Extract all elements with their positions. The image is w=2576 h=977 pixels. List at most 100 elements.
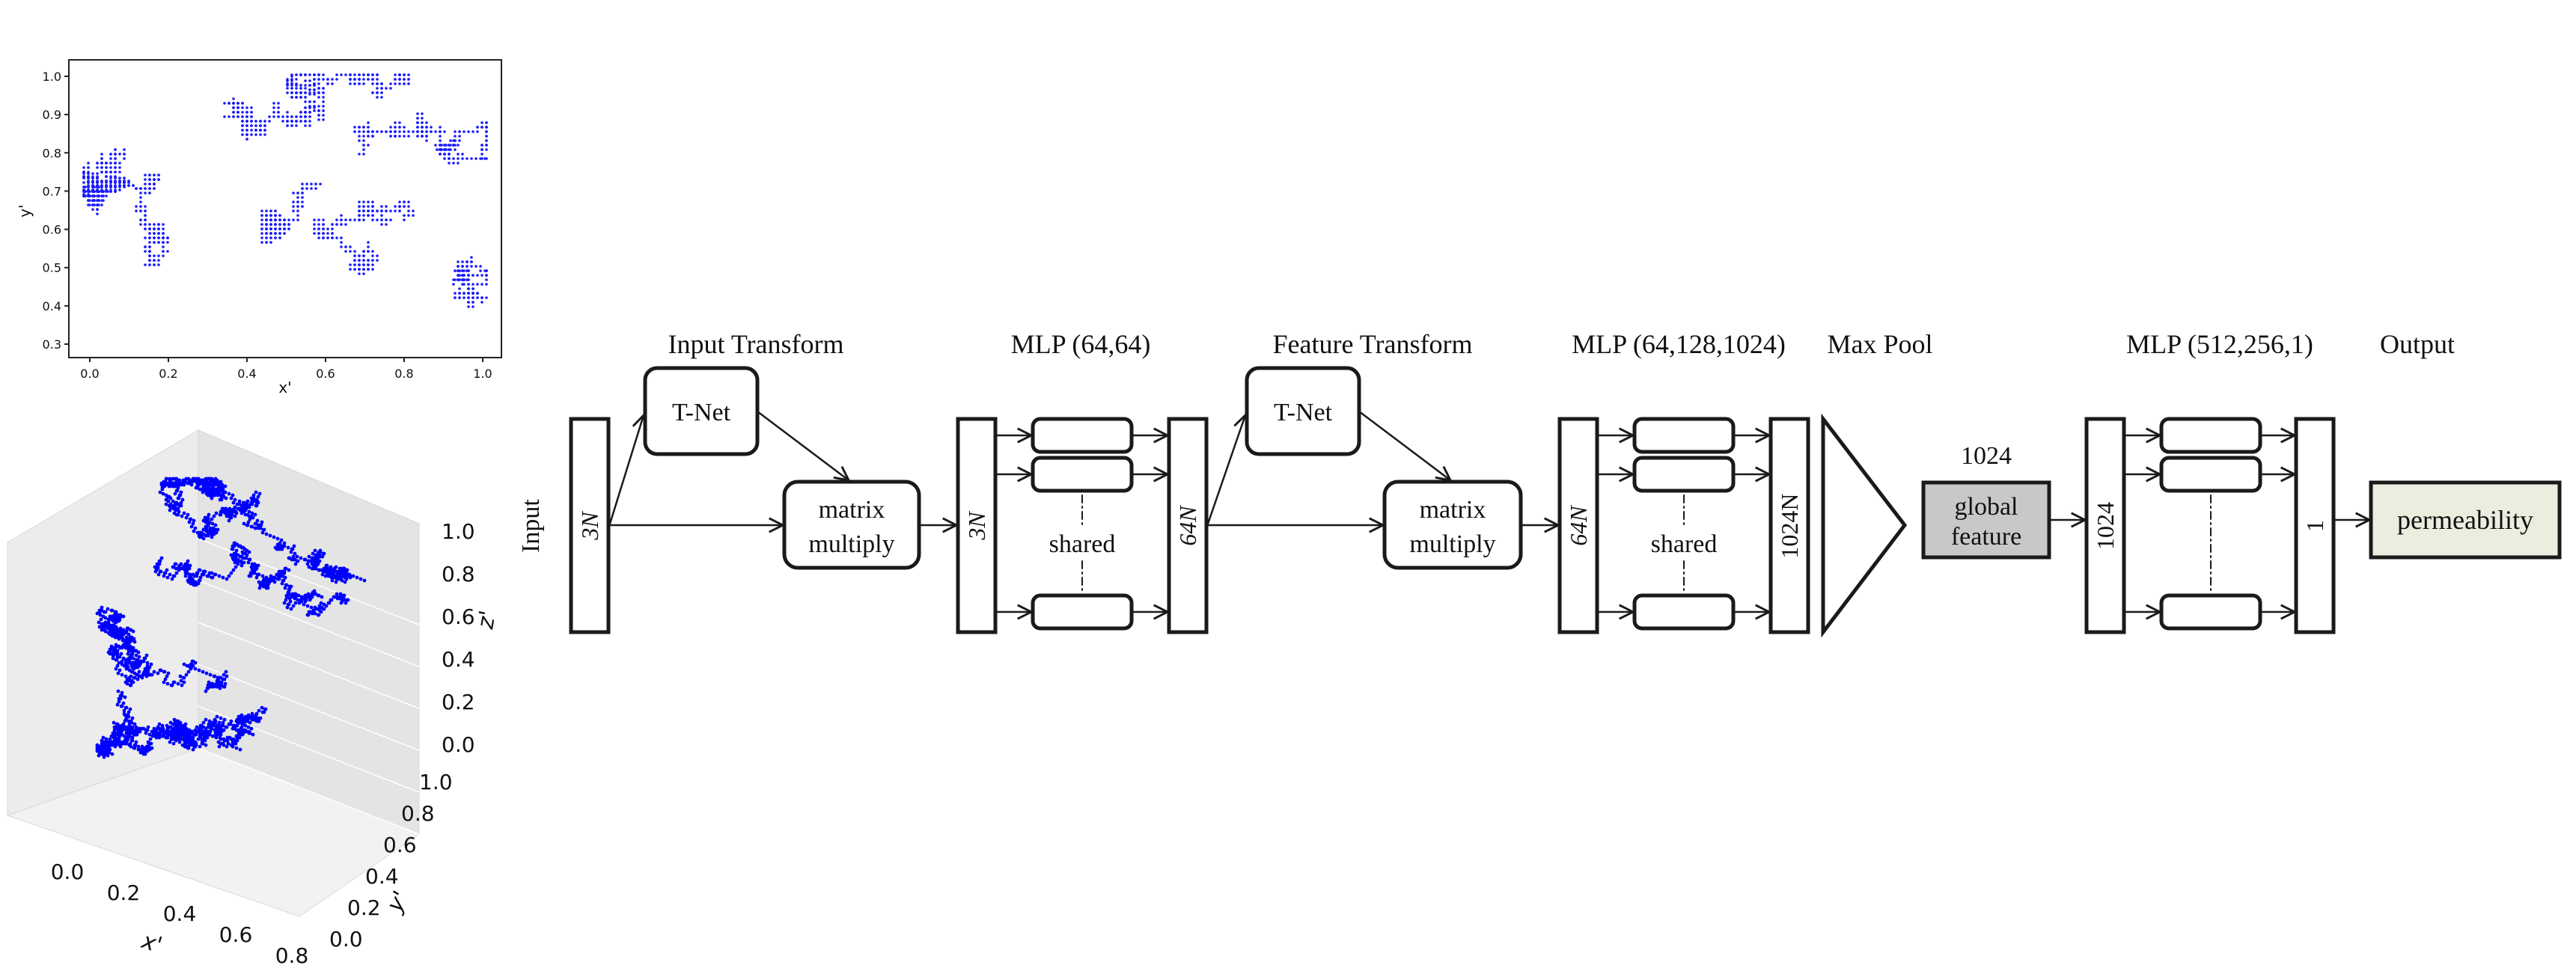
- plot-2d-point: [480, 157, 483, 160]
- plot-2d-point: [100, 199, 103, 202]
- plot-3d-point: [233, 560, 237, 565]
- plot-3d-point: [129, 635, 134, 640]
- plot-3d-point: [113, 629, 117, 634]
- plot-2d-point: [485, 274, 488, 277]
- plot-3d-point: [262, 710, 266, 714]
- plot-2d-point: [385, 87, 388, 90]
- plot-3d-point: [256, 500, 260, 505]
- plot-2d-point: [308, 124, 311, 127]
- plot-2d-point: [241, 102, 244, 105]
- plot-2d-point: [358, 78, 361, 81]
- plot-3d-point: [173, 503, 177, 508]
- plot-2d-point: [331, 223, 334, 226]
- plot-2d-point: [105, 184, 108, 187]
- plot-3d-point: [126, 641, 130, 646]
- plot-2d-point: [148, 232, 151, 235]
- plot-3d-point: [225, 744, 229, 749]
- plot-3d-point: [157, 722, 162, 726]
- plot-3d-point: [171, 499, 175, 503]
- plot-2d-point: [425, 139, 428, 142]
- plot-3d-point: [295, 554, 299, 559]
- plot-3d-point: [212, 491, 216, 496]
- plot-3d-point: [277, 569, 281, 574]
- plot-2d-point: [274, 223, 277, 226]
- plot-3d-point: [213, 674, 217, 679]
- plot-3d-point: [254, 497, 259, 502]
- plot-3d-point: [262, 580, 266, 584]
- arrow-input-to-tnet: [608, 415, 644, 525]
- plot-2d-point: [322, 78, 325, 81]
- plot-3d-point: [272, 580, 277, 584]
- plot-2d-point: [283, 218, 286, 221]
- plot-3d-point: [126, 710, 131, 714]
- plot-2d-point: [358, 139, 361, 142]
- mlp1-unit-1: [1031, 417, 1134, 454]
- plot-2d-point: [421, 117, 424, 120]
- plot-3d-point: [140, 744, 144, 749]
- plot-3d-point: [186, 512, 190, 517]
- plot-2d-point: [290, 115, 293, 118]
- plot-2d-point: [153, 236, 156, 239]
- plot-3d-point: [240, 717, 245, 722]
- plot-3d-point: [273, 545, 278, 550]
- output-label: permeability: [2397, 505, 2533, 535]
- plot-2d-point: [322, 105, 325, 108]
- plot-2d-point: [241, 106, 244, 109]
- plot-2d-point: [371, 263, 374, 266]
- plot-2d-point: [367, 121, 370, 124]
- plot-2d-point: [317, 73, 320, 76]
- plot-2d-point: [96, 175, 99, 178]
- plot-3d-point: [227, 574, 231, 578]
- plot-3d-point: [307, 565, 311, 569]
- plot-3d-point: [246, 716, 251, 720]
- plot-2d-point: [485, 144, 488, 147]
- plot-2d-point: [474, 157, 477, 160]
- plot-2d-point: [367, 200, 370, 203]
- plot-3d-point: [146, 671, 150, 676]
- plot-3d-point: [314, 566, 318, 571]
- plot-3d-ztick-label: 0.6: [442, 604, 475, 629]
- plot-3d-point: [188, 572, 192, 577]
- plot-3d-point: [100, 738, 104, 743]
- plot-2d-point: [301, 205, 304, 208]
- plot-2d-point: [100, 180, 103, 183]
- plot-2d-point: [331, 78, 334, 81]
- plot-3d-point: [221, 741, 225, 746]
- plot-3d-point: [303, 599, 308, 604]
- plot-3d-point: [213, 722, 218, 726]
- plot-3d-point: [186, 670, 191, 674]
- plot-2d-point: [439, 139, 442, 142]
- plot-3d-gridline: [198, 747, 420, 835]
- plot-3d-point: [162, 680, 166, 684]
- plot-2d-point: [139, 223, 142, 226]
- plot-2d-point: [290, 82, 293, 85]
- plot-3d-point: [185, 571, 189, 575]
- plot-2d-point: [335, 236, 338, 239]
- plot-3d-xtick-label: 0.2: [107, 880, 141, 905]
- plot-2d-point: [317, 236, 320, 239]
- plot-3d-point: [114, 611, 118, 616]
- plot-2d-point: [362, 126, 365, 129]
- plot-2d-point: [353, 259, 356, 262]
- plot-3d-point: [229, 719, 234, 723]
- plot-3d-point: [260, 705, 264, 710]
- plot-2d-point: [274, 209, 277, 212]
- plot-3d-point: [233, 505, 237, 509]
- plot-2d-point: [416, 117, 419, 120]
- plot-3d-point: [117, 646, 122, 650]
- plot-2d-point: [353, 130, 356, 133]
- plot-2d-point: [265, 232, 268, 235]
- plot-2d-point: [458, 139, 461, 142]
- plot-2d-point: [254, 124, 257, 127]
- plot-3d-point: [134, 725, 138, 729]
- plot-3d-point: [190, 741, 195, 746]
- plot-3d-point: [284, 598, 288, 602]
- plot-2d-point: [260, 241, 263, 244]
- plot-3d-point: [133, 743, 138, 747]
- plot-3d-point: [104, 622, 109, 626]
- plot-2d-point: [313, 218, 316, 221]
- plot-2d-point: [245, 133, 248, 136]
- plot-2d-point: [322, 223, 325, 226]
- plot-2d-point: [485, 278, 488, 281]
- plot-3d-point: [325, 563, 329, 568]
